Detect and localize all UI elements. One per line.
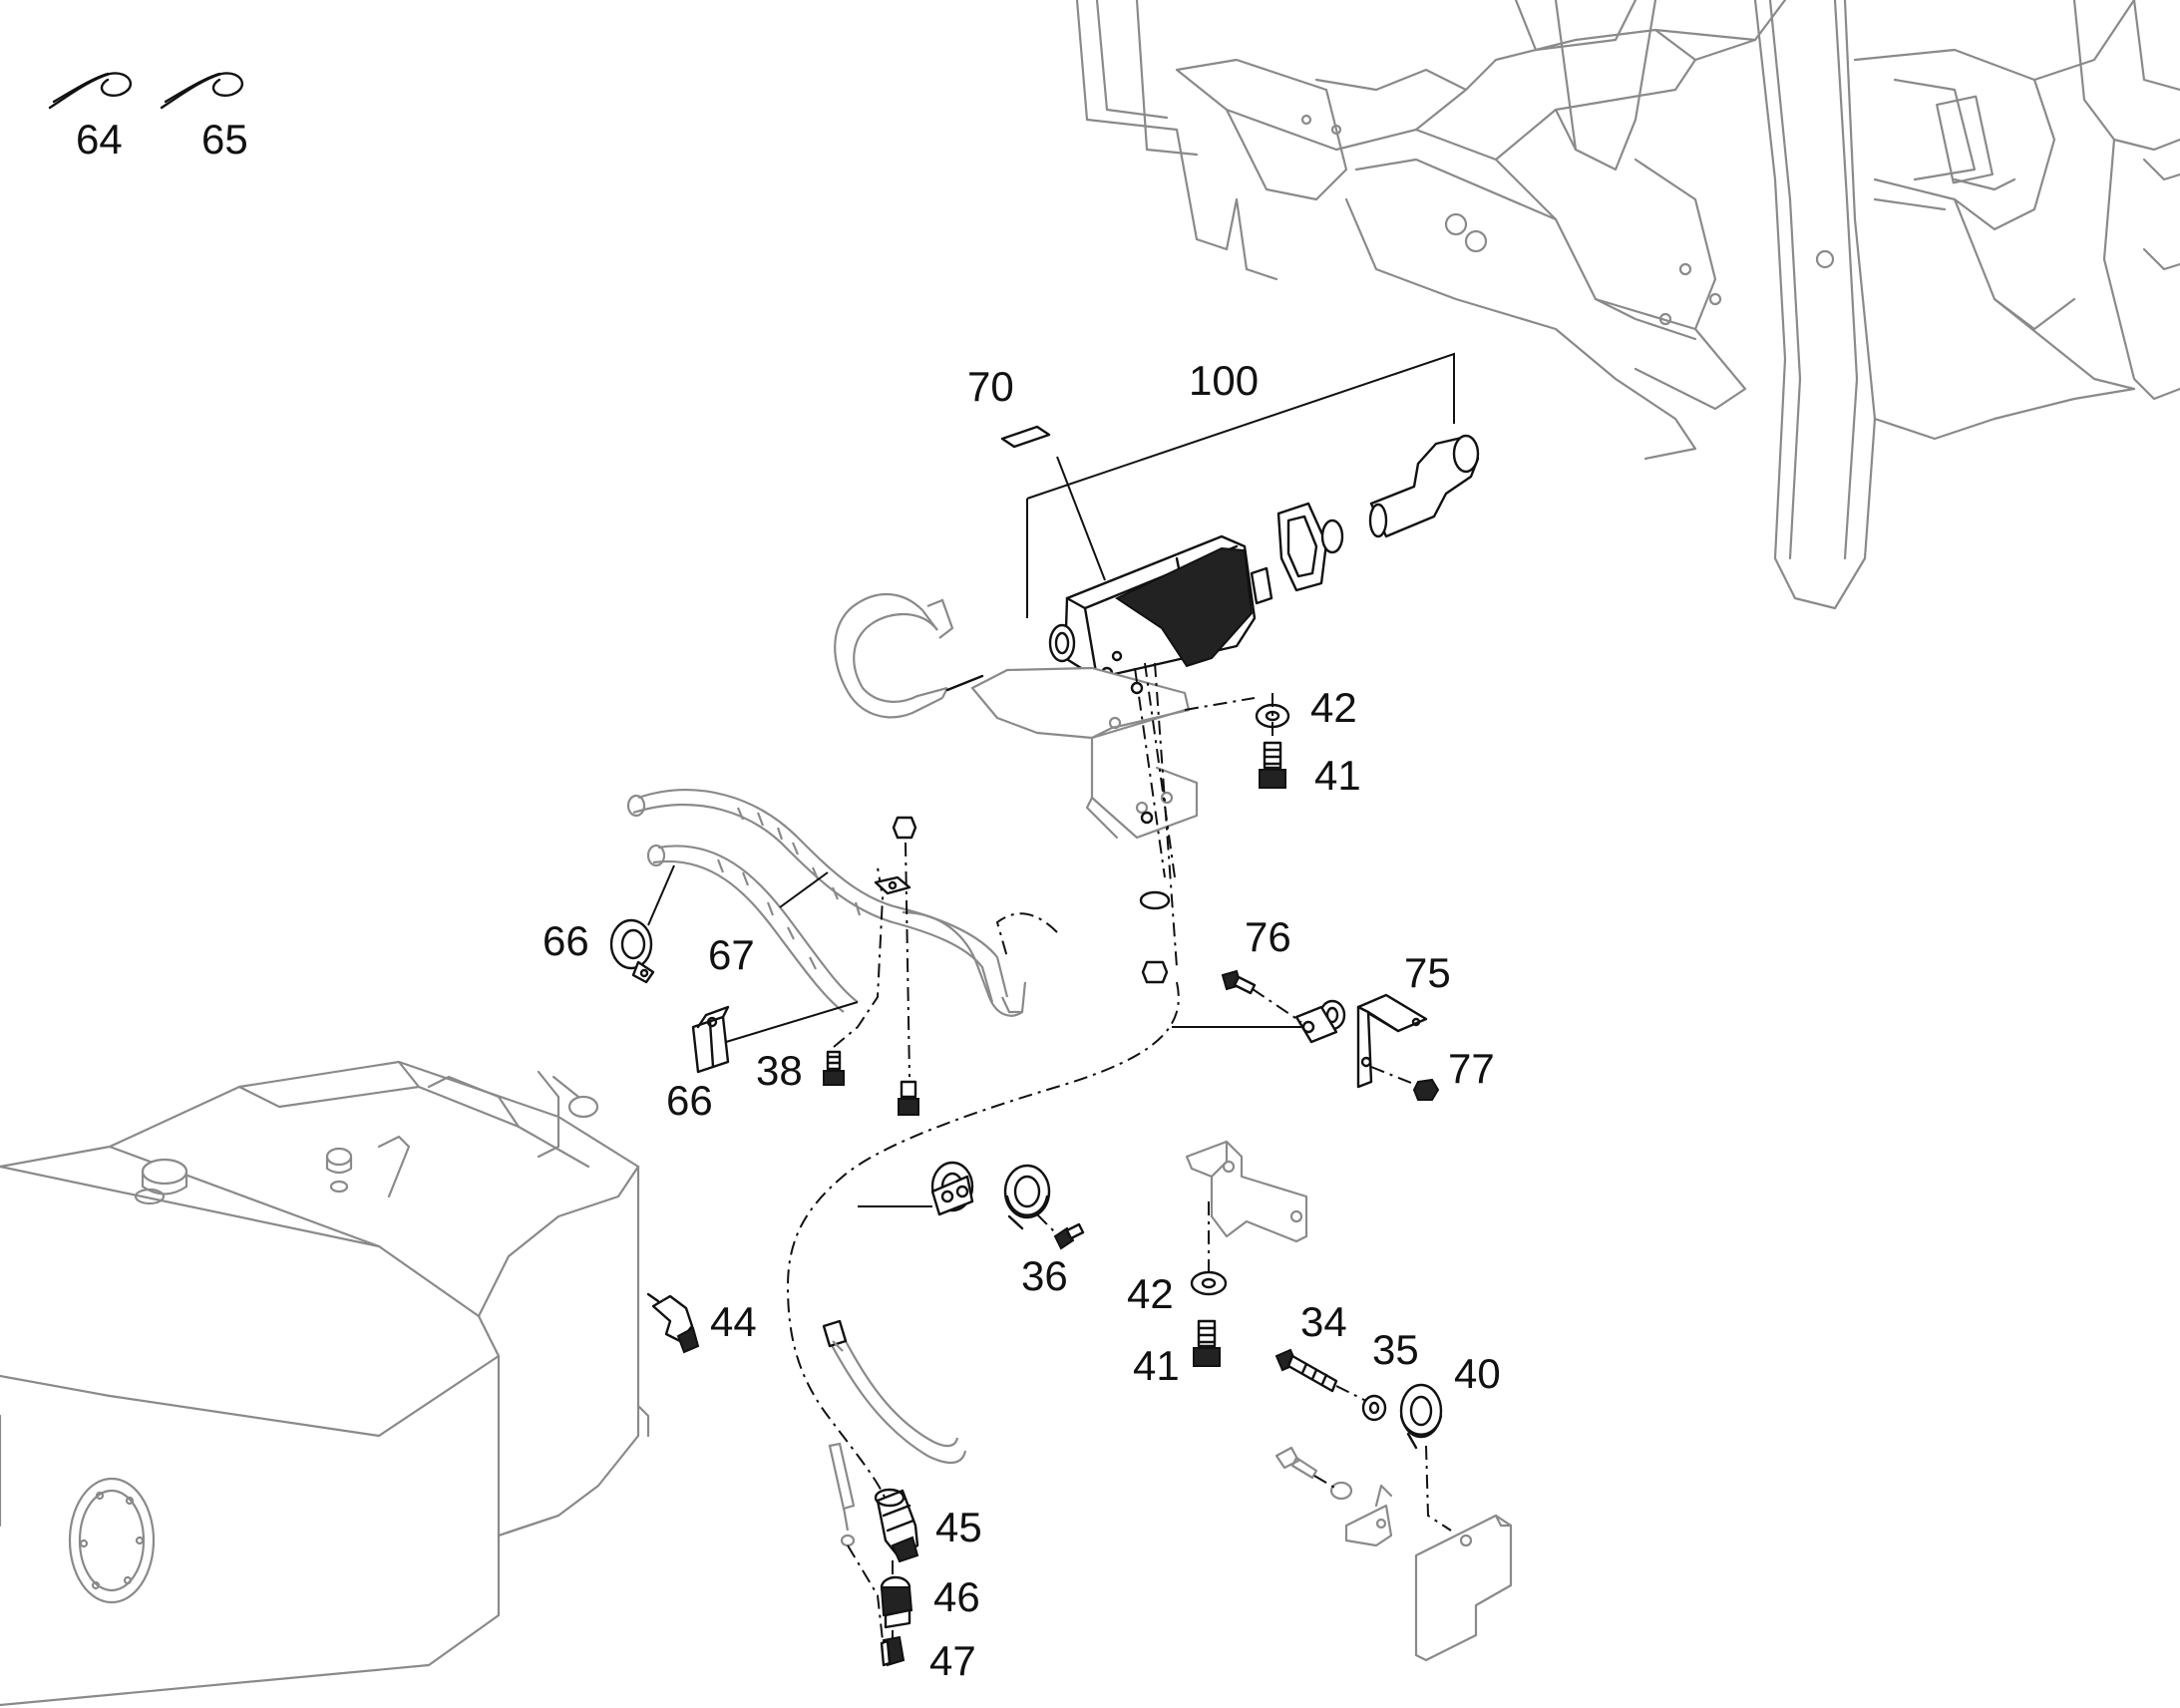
grommet-40 xyxy=(1399,1383,1443,1450)
label-40: 40 xyxy=(1454,1350,1501,1397)
fuel-line-branch xyxy=(995,912,1058,958)
mount-axis-2 xyxy=(1144,662,1176,878)
nut-77 xyxy=(1412,1078,1440,1101)
label-41-lower: 41 xyxy=(1133,1342,1180,1389)
screw-76 xyxy=(1221,969,1257,995)
grommet-36 xyxy=(1003,1164,1051,1230)
axis-40 xyxy=(1425,1445,1452,1532)
cable-tie-65 xyxy=(160,72,244,110)
screw-36 xyxy=(1053,1222,1085,1250)
label-100: 100 xyxy=(1189,357,1259,404)
label-34: 34 xyxy=(1300,1298,1347,1345)
leader-66-upper xyxy=(647,864,675,926)
clip-36 xyxy=(930,1161,974,1216)
fuel-line-main xyxy=(786,981,1180,1507)
cable-tie-64 xyxy=(48,72,133,110)
axis-washer-nut xyxy=(1130,681,1171,984)
heater-bracket xyxy=(970,666,1256,840)
axis-check-valve xyxy=(847,1544,884,1641)
label-64: 64 xyxy=(76,116,123,163)
mount-plate xyxy=(1274,1446,1513,1662)
bolt-41-upper xyxy=(1259,741,1286,789)
fitting-47 xyxy=(880,1635,906,1667)
air-heater xyxy=(1048,534,1273,680)
label-66-lower: 66 xyxy=(666,1077,713,1124)
pump-hose xyxy=(822,1319,967,1464)
label-42-lower: 42 xyxy=(1127,1270,1174,1317)
exhaust-flange xyxy=(1276,502,1344,592)
label-36: 36 xyxy=(1021,1252,1068,1299)
axis-76 xyxy=(1252,988,1302,1023)
label-67: 67 xyxy=(708,931,755,978)
label-47: 47 xyxy=(929,1637,976,1684)
callout-labels: 64 65 70 100 42 41 66 67 76 75 77 38 66 … xyxy=(76,116,1501,1684)
label-45: 45 xyxy=(935,1504,982,1550)
bolt-38 xyxy=(823,1050,845,1086)
label-65: 65 xyxy=(201,116,248,163)
label-38: 38 xyxy=(756,1047,803,1094)
axis-38 xyxy=(833,866,885,1048)
washer-35 xyxy=(1361,1394,1387,1422)
fitting-46 xyxy=(880,1575,913,1629)
label-66-upper: 66 xyxy=(543,917,589,964)
cab-frame xyxy=(1075,0,2180,610)
fuel-tank xyxy=(0,1060,650,1707)
bracket-75 xyxy=(1356,993,1428,1089)
elbow-fitting-44 xyxy=(646,1292,700,1354)
pump-bracket xyxy=(1185,1140,1308,1243)
label-77: 77 xyxy=(1448,1045,1495,1092)
exhaust-hose xyxy=(834,592,984,719)
axis-34 xyxy=(1335,1385,1367,1402)
check-valve xyxy=(828,1442,856,1547)
mount-axis-3 xyxy=(1154,662,1178,968)
label-35: 35 xyxy=(1372,1326,1419,1373)
hose-clip-66 xyxy=(609,918,655,984)
axis-77 xyxy=(1370,1066,1422,1088)
bolt-34 xyxy=(1274,1348,1338,1393)
axis-36 xyxy=(1036,1213,1058,1235)
label-70: 70 xyxy=(967,363,1014,410)
mount-axis-1 xyxy=(1134,667,1166,878)
leader-100 xyxy=(1026,352,1455,500)
bolt-41-lower xyxy=(1193,1319,1221,1367)
hose-support-clip xyxy=(874,816,919,1116)
intake-silencer xyxy=(1368,434,1480,538)
label-41-upper: 41 xyxy=(1314,752,1361,799)
hose-67 xyxy=(626,789,1027,1017)
label-75: 75 xyxy=(1404,949,1451,996)
connector-66 xyxy=(691,1005,730,1074)
label-42-upper: 42 xyxy=(1310,684,1357,731)
label-44: 44 xyxy=(710,1298,757,1345)
leader-67 xyxy=(779,871,829,908)
clip-76 xyxy=(1294,999,1346,1044)
leader-66-lower xyxy=(725,1001,859,1043)
label-plate xyxy=(1000,425,1051,449)
filter-45 xyxy=(874,1488,919,1563)
label-76: 76 xyxy=(1245,913,1291,960)
washer-42-lower xyxy=(1190,1270,1228,1296)
label-46: 46 xyxy=(933,1573,980,1620)
leader-70 xyxy=(1056,456,1106,581)
